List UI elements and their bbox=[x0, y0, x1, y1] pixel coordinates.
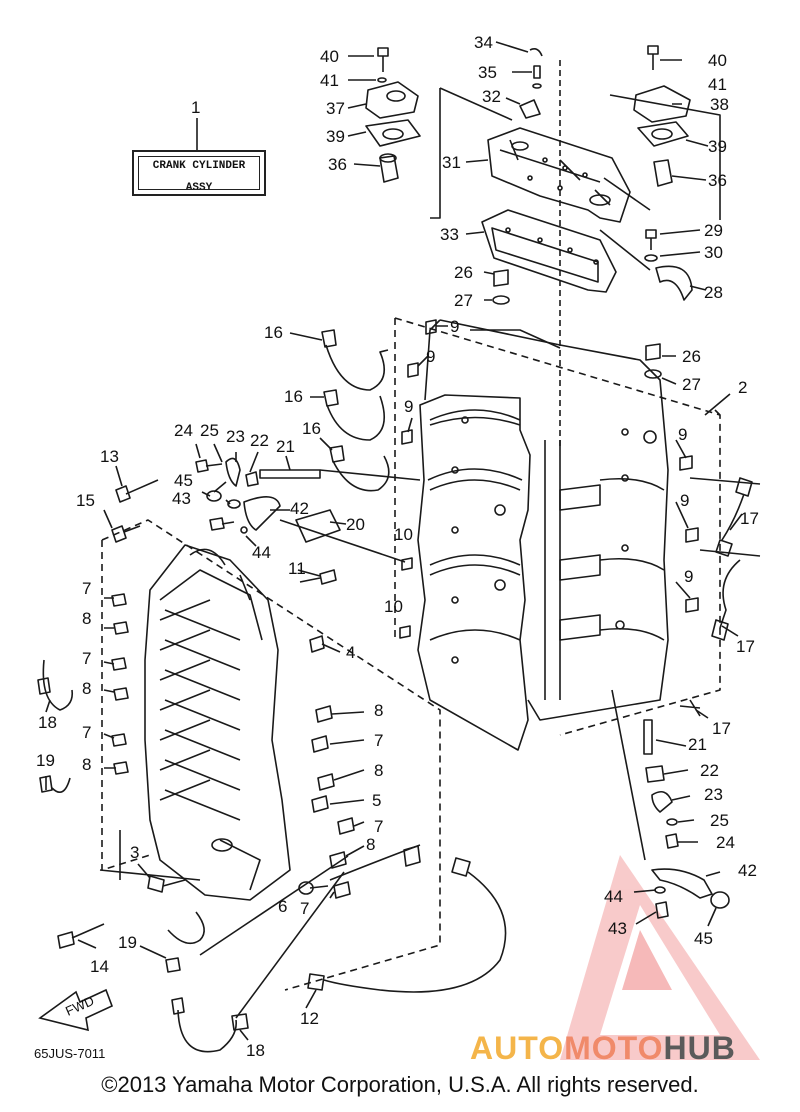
callout-7a: 7 bbox=[82, 579, 91, 598]
callout-29: 29 bbox=[704, 221, 723, 240]
callout-9c: 9 bbox=[404, 397, 413, 416]
callout-7d: 7 bbox=[374, 731, 383, 750]
callout-3: 3 bbox=[130, 843, 139, 862]
callout-44a: 44 bbox=[252, 543, 271, 562]
crankcase-left bbox=[144, 544, 291, 901]
callout-11: 11 bbox=[288, 559, 306, 578]
callout-7e: 7 bbox=[374, 817, 383, 836]
callout-36b: 36 bbox=[708, 171, 727, 190]
callout-18a: 18 bbox=[38, 713, 57, 732]
callout-38: 38 bbox=[710, 95, 729, 114]
callout-27b: 27 bbox=[682, 375, 701, 394]
callout-4: 4 bbox=[346, 643, 355, 662]
cover-31 bbox=[487, 127, 631, 223]
callout-45a: 45 bbox=[174, 471, 193, 490]
callout-39b: 39 bbox=[708, 137, 727, 156]
callout-19b: 19 bbox=[118, 933, 137, 952]
callout-15: 15 bbox=[76, 491, 95, 510]
callout-19a: 19 bbox=[36, 751, 55, 770]
callout-40b: 40 bbox=[708, 51, 727, 70]
callout-41b: 41 bbox=[708, 75, 727, 94]
copyright-text: ©2013 Yamaha Motor Corporation, U.S.A. A… bbox=[101, 1072, 699, 1097]
callout-8b: 8 bbox=[82, 679, 91, 698]
callout-8a: 8 bbox=[82, 609, 91, 628]
callout-21b: 21 bbox=[688, 735, 707, 754]
callout-24a: 24 bbox=[174, 421, 193, 440]
callout-20: 20 bbox=[346, 515, 365, 534]
callout-43a: 43 bbox=[172, 489, 191, 508]
callout-25b: 25 bbox=[710, 811, 729, 830]
callout-8d: 8 bbox=[374, 701, 383, 720]
callout-31: 31 bbox=[442, 153, 461, 172]
callout-5: 5 bbox=[372, 791, 381, 810]
callout-12: 12 bbox=[300, 1009, 319, 1028]
callout-23a: 23 bbox=[226, 427, 245, 446]
callout-10b: 10 bbox=[384, 597, 403, 616]
callout-6: 6 bbox=[278, 897, 287, 916]
callout-17a: 17 bbox=[740, 509, 759, 528]
callout-7f: 7 bbox=[300, 899, 309, 918]
callout-8f: 8 bbox=[366, 835, 375, 854]
callout-8c: 8 bbox=[82, 755, 91, 774]
assy-box: CRANK CYLINDER ASSY bbox=[132, 150, 266, 196]
callout-18b: 18 bbox=[246, 1041, 265, 1060]
gasket-33 bbox=[481, 209, 617, 293]
assy-line1: CRANK CYLINDER bbox=[152, 160, 246, 172]
callout-42a: 42 bbox=[290, 499, 309, 518]
callout-9e: 9 bbox=[680, 491, 689, 510]
callout-25a: 25 bbox=[200, 421, 219, 440]
assy-line2: ASSY bbox=[185, 182, 213, 194]
callout-16a: 16 bbox=[264, 323, 283, 342]
callout-40a: 40 bbox=[320, 47, 339, 66]
callout-9b: 9 bbox=[426, 347, 435, 366]
callout-9a: 9 bbox=[450, 317, 459, 336]
callout-33: 33 bbox=[440, 225, 459, 244]
callout-2: 2 bbox=[738, 378, 747, 397]
watermark-logo: AUTOMOTOHUB bbox=[470, 1030, 736, 1066]
drawing-code: 65JUS-7011 bbox=[34, 1046, 105, 1061]
callout-27a: 27 bbox=[454, 291, 473, 310]
callout-14: 14 bbox=[90, 957, 109, 976]
callout-30: 30 bbox=[704, 243, 723, 262]
callout-10a: 10 bbox=[394, 525, 413, 544]
thermostat-cover-37 bbox=[365, 81, 419, 119]
callout-7b: 7 bbox=[82, 649, 91, 668]
callout-39a: 39 bbox=[326, 127, 345, 146]
callout-8e: 8 bbox=[374, 761, 383, 780]
callout-16c: 16 bbox=[302, 419, 321, 438]
callout-24b: 24 bbox=[716, 833, 735, 852]
callout-43b: 43 bbox=[608, 919, 627, 938]
watermark-triangle-icon bbox=[560, 855, 760, 1060]
callout-41a: 41 bbox=[320, 71, 339, 90]
callout-37: 37 bbox=[326, 99, 345, 118]
callout-21a: 21 bbox=[276, 437, 295, 456]
callout-16b: 16 bbox=[284, 387, 303, 406]
callout-44b: 44 bbox=[604, 887, 623, 906]
callout-42b: 42 bbox=[738, 861, 757, 880]
fwd-arrow-icon: FWD bbox=[38, 988, 114, 1032]
callout-9f: 9 bbox=[684, 567, 693, 586]
callout-28: 28 bbox=[704, 283, 723, 302]
callout-1: 1 bbox=[191, 98, 200, 117]
callout-9d: 9 bbox=[678, 425, 687, 444]
callout-7c: 7 bbox=[82, 723, 91, 742]
callout-13: 13 bbox=[100, 447, 119, 466]
callout-17b: 17 bbox=[736, 637, 755, 656]
callout-32: 32 bbox=[482, 87, 501, 106]
callout-45b: 45 bbox=[694, 929, 713, 948]
callout-36a: 36 bbox=[328, 155, 347, 174]
callout-22a: 22 bbox=[250, 431, 269, 450]
callout-34: 34 bbox=[474, 33, 493, 52]
callout-26a: 26 bbox=[454, 263, 473, 282]
callout-17c: 17 bbox=[712, 719, 731, 738]
callout-22b: 22 bbox=[700, 761, 719, 780]
callout-26b: 26 bbox=[682, 347, 701, 366]
callout-23b: 23 bbox=[704, 785, 723, 804]
callout-35: 35 bbox=[478, 63, 497, 82]
